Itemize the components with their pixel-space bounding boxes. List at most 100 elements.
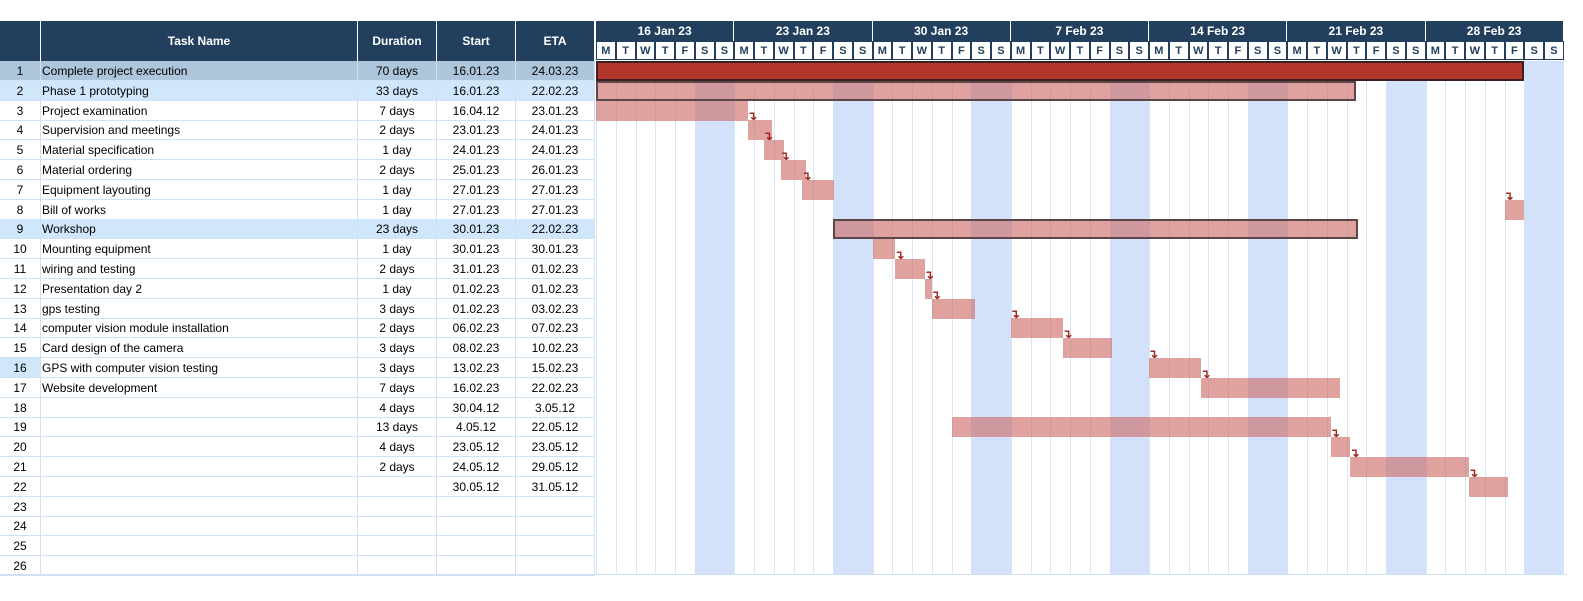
task-bar[interactable] <box>872 239 896 260</box>
eta-cell[interactable]: 22.05.12 <box>516 417 595 438</box>
duration-cell[interactable]: 1 day <box>358 179 437 200</box>
task-name-cell[interactable]: Bill of works <box>41 199 358 220</box>
eta-cell[interactable] <box>516 516 595 537</box>
row-number[interactable]: 17 <box>0 377 41 398</box>
eta-cell[interactable] <box>516 536 595 557</box>
task-bar[interactable] <box>895 259 925 279</box>
start-cell[interactable] <box>437 556 516 576</box>
eta-cell[interactable]: 23.01.23 <box>516 100 595 121</box>
row-number[interactable]: 5 <box>0 140 41 161</box>
task-name-cell[interactable]: Phase 1 prototyping <box>41 80 358 101</box>
task-bar[interactable] <box>1468 476 1509 497</box>
task-name-cell[interactable]: Material specification <box>41 140 358 161</box>
task-name-cell[interactable]: Workshop <box>41 219 358 240</box>
eta-cell[interactable]: 01.02.23 <box>516 259 595 279</box>
eta-cell[interactable]: 03.02.23 <box>516 298 595 319</box>
start-cell[interactable]: 16.02.23 <box>437 377 516 398</box>
eta-cell[interactable]: 07.02.23 <box>516 318 595 339</box>
eta-cell[interactable]: 29.05.12 <box>516 457 595 477</box>
task-name-cell[interactable] <box>41 476 358 497</box>
row-number[interactable]: 4 <box>0 120 41 141</box>
duration-cell[interactable]: 70 days <box>358 61 437 81</box>
start-cell[interactable]: 13.02.23 <box>437 358 516 378</box>
start-cell[interactable]: 01.02.23 <box>437 278 516 299</box>
eta-cell[interactable]: 22.02.23 <box>516 377 595 398</box>
eta-cell[interactable]: 23.05.12 <box>516 437 595 458</box>
duration-cell[interactable]: 23 days <box>358 219 437 240</box>
task-name-cell[interactable]: Material ordering <box>41 160 358 180</box>
duration-cell[interactable]: 3 days <box>358 298 437 319</box>
row-number[interactable]: 18 <box>0 397 41 418</box>
start-cell[interactable]: 16.01.23 <box>437 80 516 101</box>
start-cell[interactable]: 30.04.12 <box>437 397 516 418</box>
task-bar[interactable] <box>596 80 1357 101</box>
row-number[interactable]: 7 <box>0 179 41 200</box>
row-number[interactable]: 13 <box>0 298 41 319</box>
eta-header[interactable]: ETA <box>516 21 595 61</box>
task-bar[interactable] <box>748 120 772 141</box>
task-name-cell[interactable]: Card design of the camera <box>41 338 358 359</box>
task-name-cell[interactable]: Supervision and meetings <box>41 120 358 141</box>
eta-cell[interactable]: 27.01.23 <box>516 199 595 220</box>
task-name-cell[interactable] <box>41 556 358 576</box>
start-cell[interactable]: 27.01.23 <box>437 179 516 200</box>
task-name-cell[interactable]: Complete project execution <box>41 61 358 81</box>
task-name-cell[interactable] <box>41 496 358 517</box>
duration-cell[interactable]: 1 day <box>358 278 437 299</box>
task-bar[interactable] <box>951 417 1331 438</box>
row-number[interactable]: 8 <box>0 199 41 220</box>
duration-header[interactable]: Duration <box>358 21 437 61</box>
eta-cell[interactable]: 3.05.12 <box>516 397 595 418</box>
task-bar[interactable] <box>1330 437 1351 458</box>
duration-cell[interactable]: 4 days <box>358 437 437 458</box>
task-name-cell[interactable]: Mounting equipment <box>41 239 358 260</box>
task-bar[interactable] <box>924 278 932 299</box>
table-row[interactable]: 24 <box>0 516 596 537</box>
row-number[interactable]: 19 <box>0 417 41 438</box>
row-number[interactable]: 24 <box>0 516 41 537</box>
start-cell[interactable]: 25.01.23 <box>437 160 516 180</box>
start-cell[interactable]: 16.04.12 <box>437 100 516 121</box>
task-name-cell[interactable]: Project examination <box>41 100 358 121</box>
start-header[interactable]: Start <box>437 21 516 61</box>
task-bar[interactable] <box>1201 377 1340 398</box>
row-number[interactable]: 6 <box>0 160 41 180</box>
task-name-cell[interactable]: GPS with computer vision testing <box>41 358 358 378</box>
eta-cell[interactable] <box>516 496 595 517</box>
task-bar[interactable] <box>1504 199 1525 220</box>
task-bar[interactable] <box>1010 318 1064 339</box>
start-cell[interactable]: 31.01.23 <box>437 259 516 279</box>
row-number[interactable]: 23 <box>0 496 41 517</box>
eta-cell[interactable]: 01.02.23 <box>516 278 595 299</box>
eta-cell[interactable]: 27.01.23 <box>516 179 595 200</box>
eta-cell[interactable] <box>516 556 595 576</box>
duration-cell[interactable]: 33 days <box>358 80 437 101</box>
task-name-cell[interactable]: Website development <box>41 377 358 398</box>
row-number[interactable]: 12 <box>0 278 41 299</box>
start-cell[interactable]: 30.05.12 <box>437 476 516 497</box>
task-name-cell[interactable] <box>41 457 358 477</box>
duration-cell[interactable] <box>358 476 437 497</box>
row-number[interactable]: 2 <box>0 80 41 101</box>
start-cell[interactable]: 4.05.12 <box>437 417 516 438</box>
row-number[interactable]: 11 <box>0 259 41 279</box>
start-cell[interactable] <box>437 536 516 557</box>
task-name-cell[interactable] <box>41 536 358 557</box>
row-number[interactable]: 3 <box>0 100 41 121</box>
start-cell[interactable]: 30.01.23 <box>437 239 516 260</box>
eta-cell[interactable]: 24.01.23 <box>516 140 595 161</box>
task-bar[interactable] <box>763 140 784 161</box>
task-name-header[interactable]: Task Name <box>41 21 358 61</box>
